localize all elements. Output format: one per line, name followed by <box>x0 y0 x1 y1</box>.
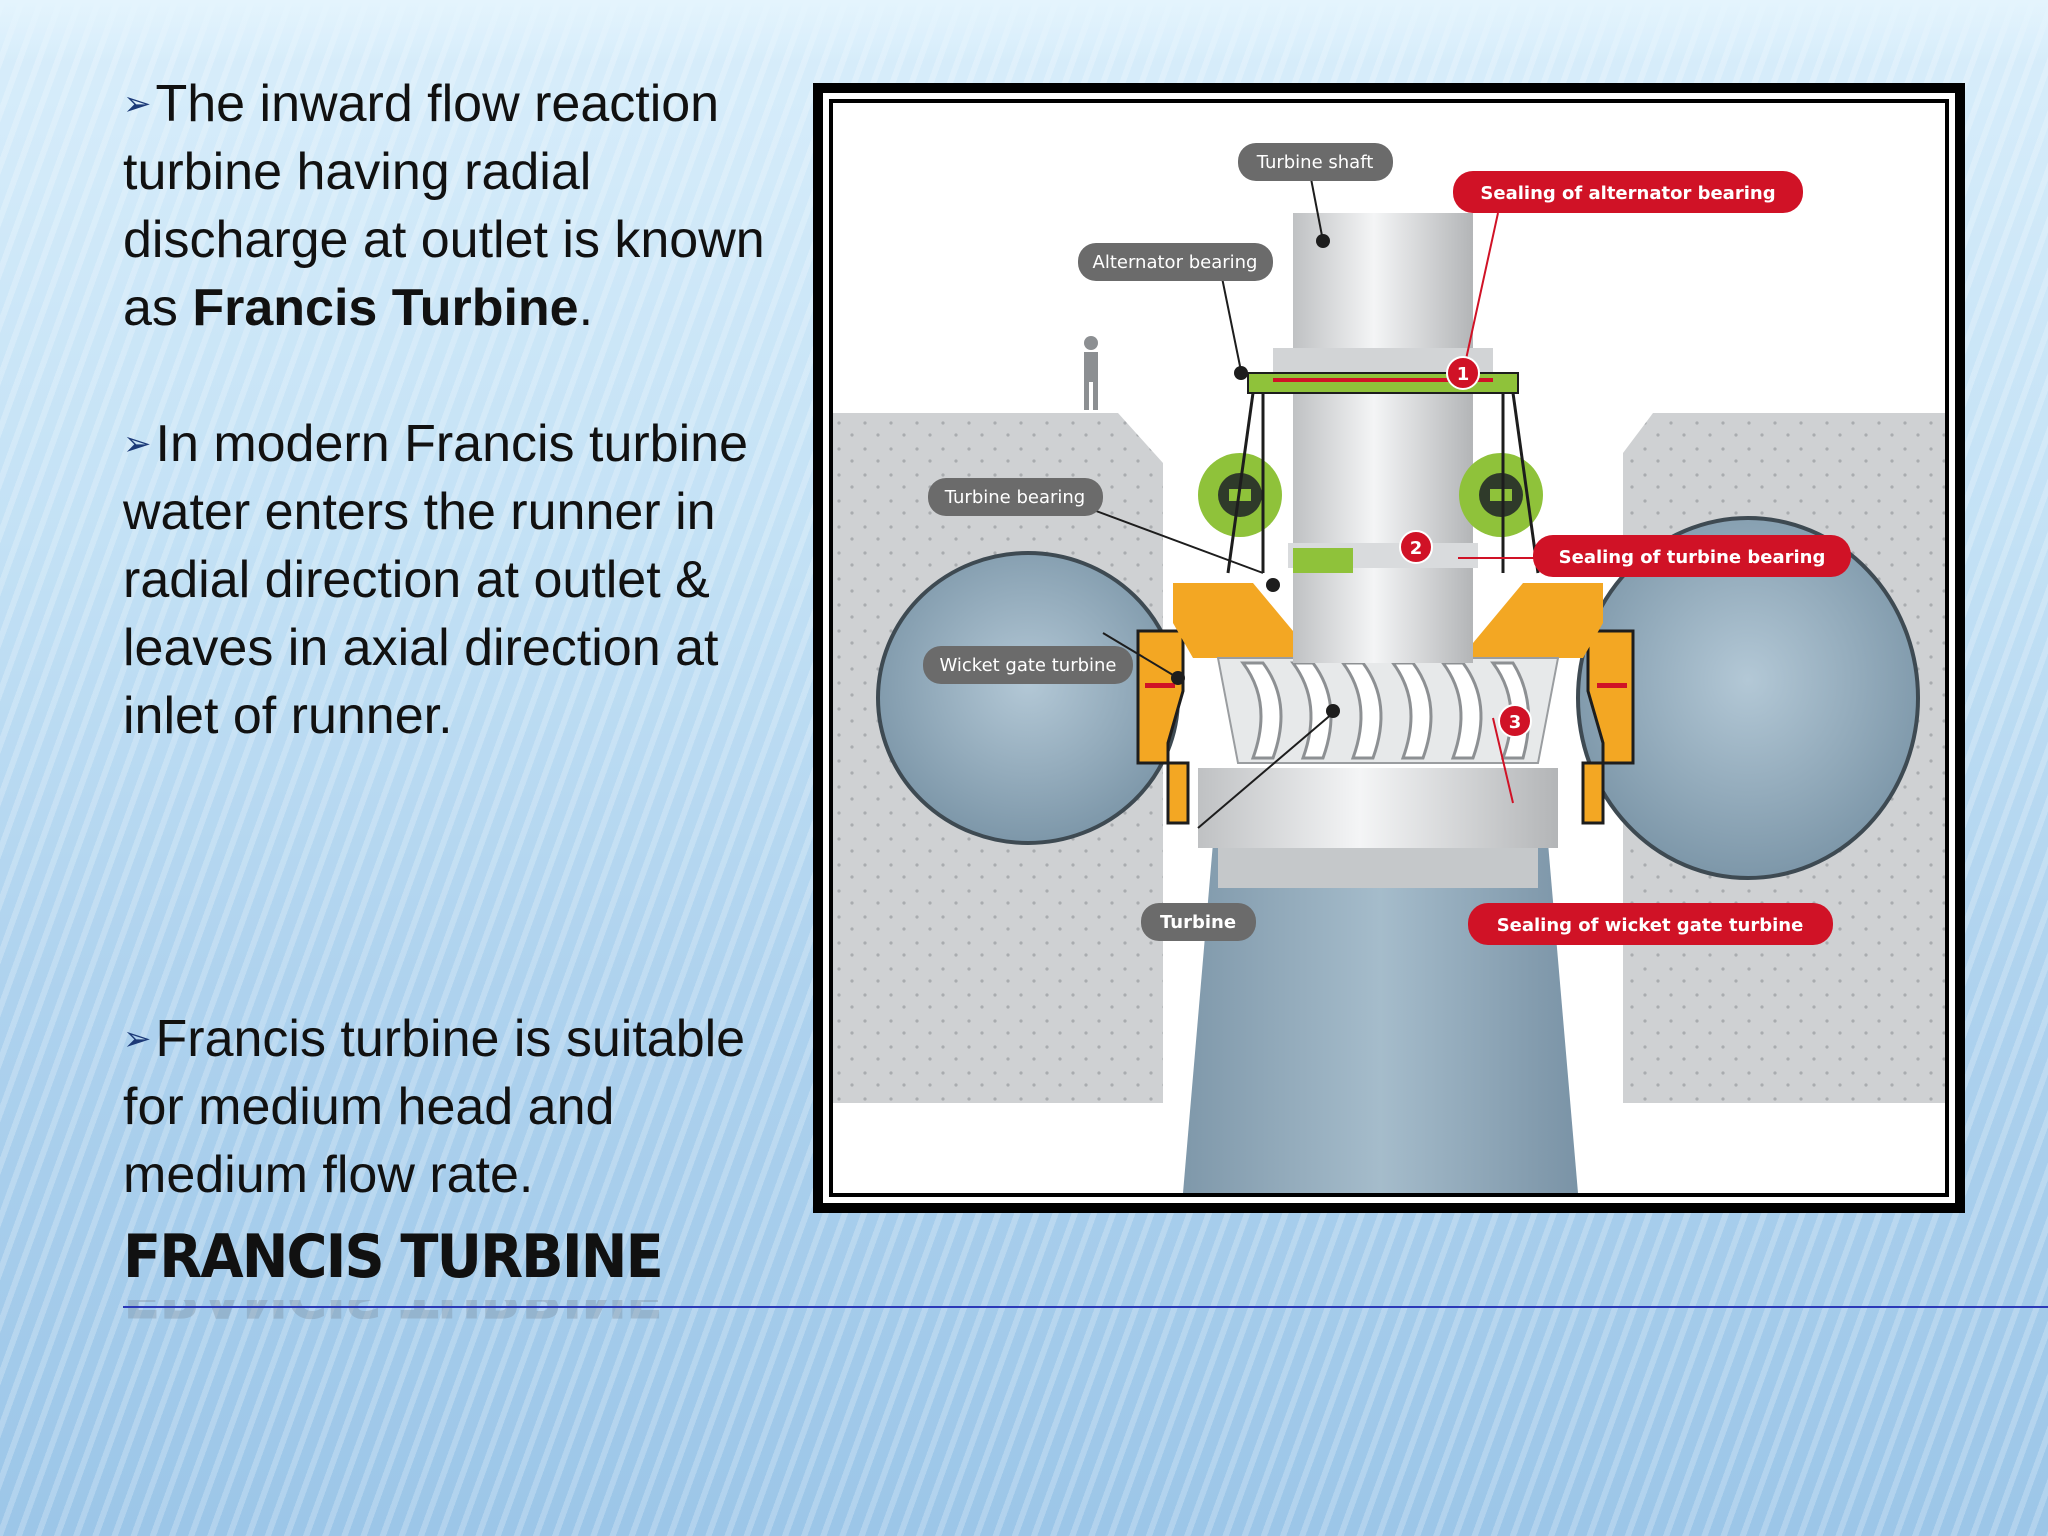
svg-text:Alternator bearing: Alternator bearing <box>1093 252 1258 273</box>
francis-turbine-diagram: 1 2 3 Turbine shaft Alternator bearing <box>833 103 1945 1193</box>
label-turbine-shaft: Turbine shaft <box>1238 143 1393 181</box>
svg-text:Turbine shaft: Turbine shaft <box>1256 152 1374 173</box>
marker-3: 3 <box>1498 704 1532 738</box>
bullet-1-post: . <box>578 279 594 337</box>
bullet-1: ➢The inward flow reaction turbine having… <box>123 70 783 342</box>
marker-2: 2 <box>1399 530 1433 564</box>
svg-text:Sealing of wicket gate turbine: Sealing of wicket gate turbine <box>1497 915 1804 936</box>
right-wicket-gate-frame <box>1581 629 1635 825</box>
alternator-bearing-seal <box>1273 378 1493 382</box>
label-sealing-alternator-bearing: Sealing of alternator bearing <box>1453 171 1803 213</box>
label-turbine-bearing: Turbine bearing <box>928 478 1103 516</box>
label-sealing-wicket-gate-turbine: Sealing of wicket gate turbine <box>1468 903 1833 945</box>
diagram-frame: 1 2 3 Turbine shaft Alternator bearing <box>813 83 1965 1213</box>
slide-title-reflection: FRANCIS TURBINE <box>123 1300 662 1330</box>
svg-text:Sealing of alternator bearing: Sealing of alternator bearing <box>1480 183 1775 204</box>
arrow-bullet-icon: ➢ <box>123 1020 152 1058</box>
svg-text:2: 2 <box>1410 538 1423 559</box>
label-wicket-gate-turbine: Wicket gate turbine <box>923 646 1133 684</box>
right-green-bearing <box>1459 453 1543 537</box>
bullet-3-text: Francis turbine is suitable for medium h… <box>123 1010 746 1204</box>
turbine-shaft <box>1293 213 1473 663</box>
leader-dots <box>1171 234 1340 718</box>
right-spiral-casing <box>1576 516 1920 880</box>
bullet-2-text: In modern Francis turbine water enters t… <box>123 415 748 745</box>
bullet-2: ➢In modern Francis turbine water enters … <box>123 410 783 750</box>
label-turbine: Turbine <box>1141 903 1256 941</box>
arrow-bullet-icon: ➢ <box>123 85 152 123</box>
right-upper-cover <box>1473 583 1603 658</box>
slide-title: FRANCIS TURBINE <box>123 1222 664 1292</box>
svg-text:1: 1 <box>1457 364 1470 385</box>
svg-text:Sealing of turbine bearing: Sealing of turbine bearing <box>1559 547 1826 568</box>
bullet-list: ➢The inward flow reaction turbine having… <box>123 70 783 1204</box>
left-upper-cover <box>1173 583 1303 658</box>
svg-text:Turbine bearing: Turbine bearing <box>944 487 1085 508</box>
right-wicket-seal <box>1597 683 1627 688</box>
draft-tube <box>1183 843 1578 1193</box>
left-spiral-casing <box>876 551 1180 845</box>
lower-housing-band <box>1218 848 1538 888</box>
label-sealing-turbine-bearing: Sealing of turbine bearing <box>1533 535 1851 577</box>
arrow-bullet-icon: ➢ <box>123 425 152 463</box>
label-alternator-bearing: Alternator bearing <box>1078 243 1273 281</box>
bullet-3: ➢Francis turbine is suitable for medium … <box>123 1005 783 1209</box>
left-wicket-seal <box>1145 683 1175 688</box>
top-highlight-band <box>0 0 2048 60</box>
bearing-support-rods <box>1226 392 1540 574</box>
marker-1: 1 <box>1446 356 1480 390</box>
svg-text:Wicket gate turbine: Wicket gate turbine <box>939 655 1116 676</box>
runner-blades <box>1240 661 1531 760</box>
bullet-1-text: The inward flow reaction turbine having … <box>123 75 765 337</box>
title-underline <box>123 1306 2048 1308</box>
diagram-frame-inner: 1 2 3 Turbine shaft Alternator bearing <box>823 93 1955 1203</box>
turbine-bearing-plate <box>1293 548 1353 573</box>
svg-text:3: 3 <box>1509 712 1522 733</box>
person-scale-figure <box>1084 336 1098 410</box>
svg-text:Turbine: Turbine <box>1160 912 1236 933</box>
bullet-1-bold: Francis Turbine <box>192 279 579 337</box>
lower-housing <box>1198 768 1558 848</box>
